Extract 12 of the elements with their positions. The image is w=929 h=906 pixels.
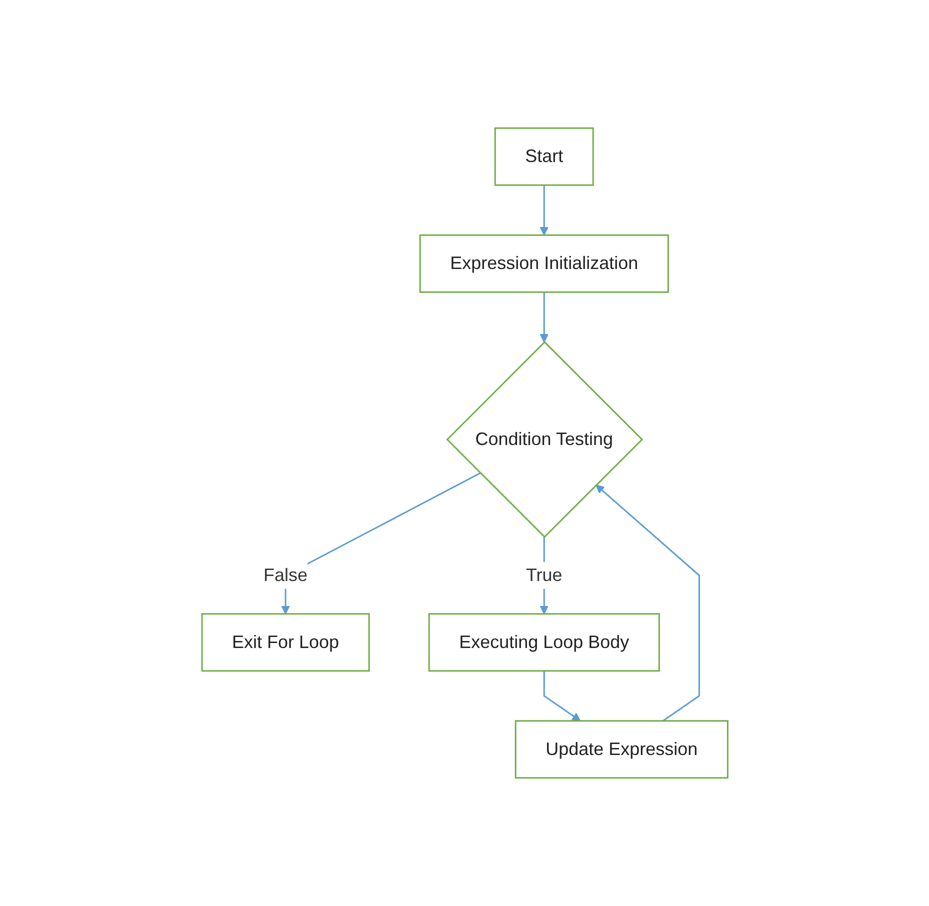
- edge-label: True: [526, 564, 562, 585]
- arrow: [595, 484, 700, 722]
- arrow: [543, 670, 580, 722]
- node-box: Update Expression: [514, 720, 728, 779]
- node-box: Expression Initialization: [418, 234, 669, 293]
- arrow: [539, 292, 548, 343]
- arrow: [539, 185, 548, 236]
- node-box: Exit For Loop: [200, 613, 370, 672]
- edge-label: False: [263, 564, 308, 585]
- node-diamond: Condition Testing: [446, 341, 643, 538]
- node-box: Executing Loop Body: [428, 613, 660, 672]
- node-box: Start: [494, 127, 594, 186]
